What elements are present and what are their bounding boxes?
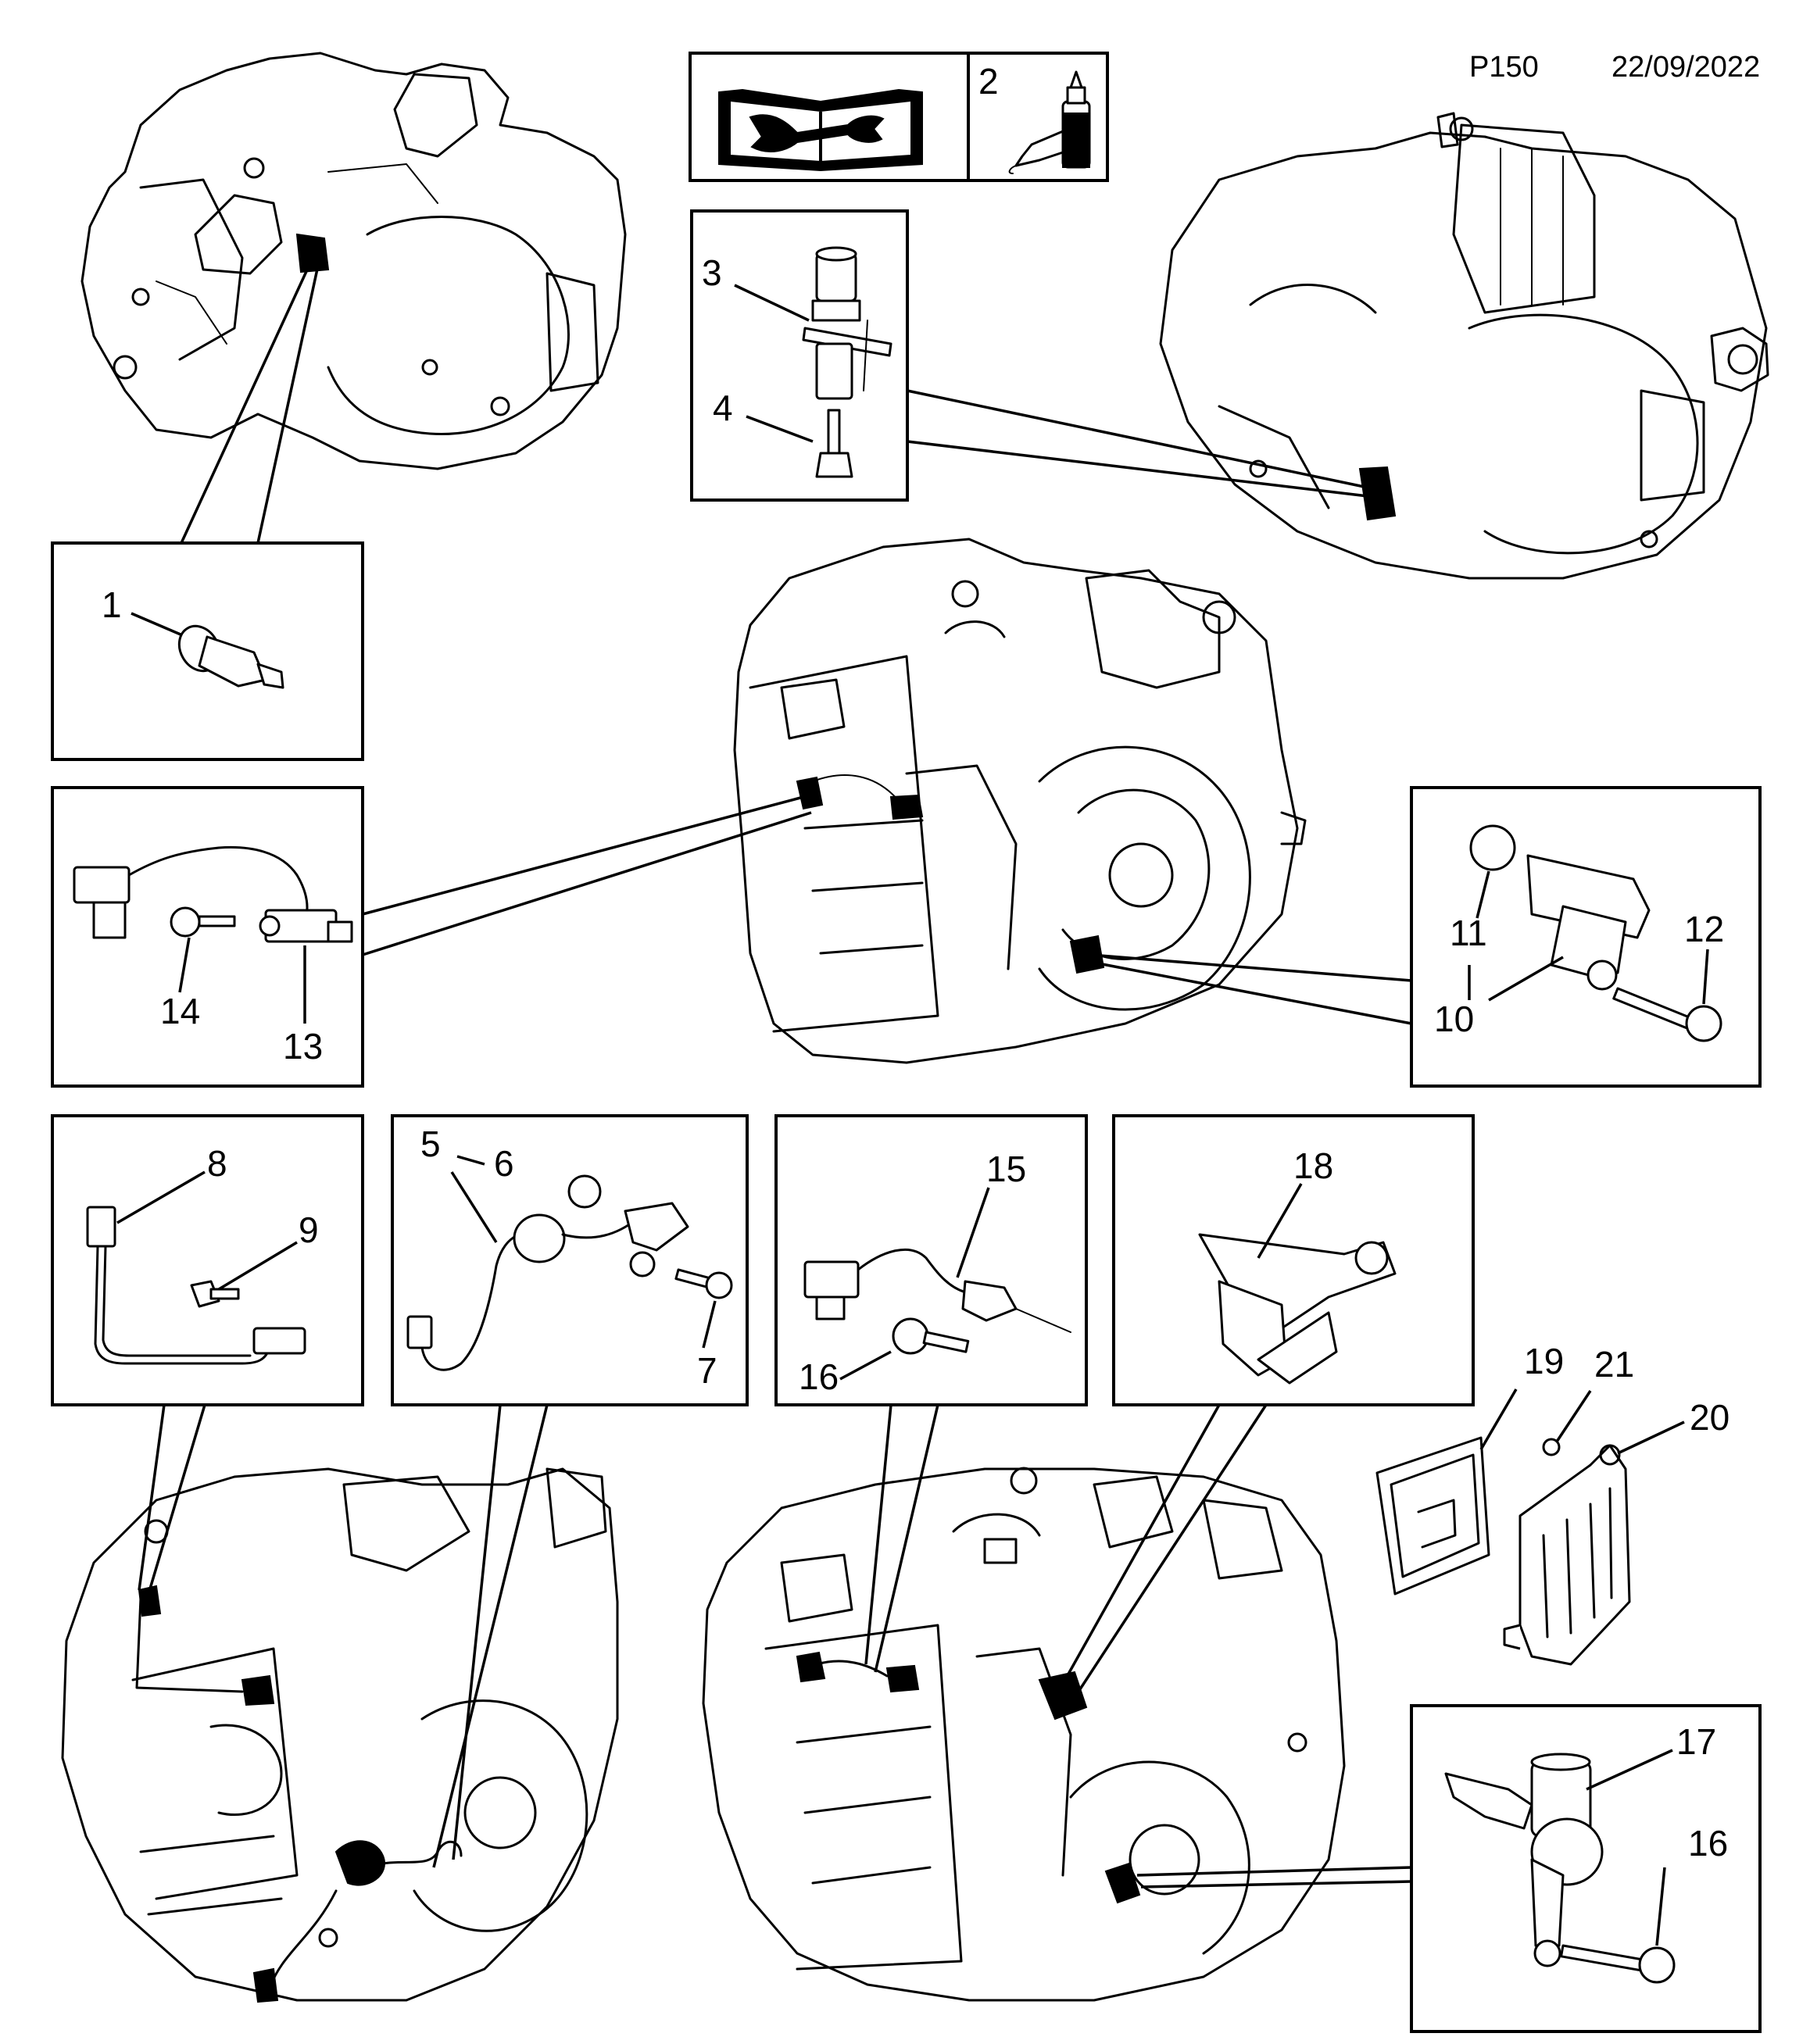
bottom-left-gearbox [61,1467,619,2003]
callout-13: 13 [283,1026,323,1067]
nut-21: 21 [1542,1344,1634,1456]
bottom-right-gearbox [702,1467,1346,2002]
part-box-18: 18 [1061,1114,1475,1695]
callout-1: 1 [102,584,122,625]
speed-sensor-17-part [1444,1753,1604,1967]
bolt-16-b-part [1560,1944,1676,1984]
diagram-date: 22/09/2022 [1611,51,1760,84]
lubricant-bottle-icon [1008,70,1091,174]
bracket-20: 20 [1503,1397,1730,1666]
callout-17: 17 [1676,1721,1716,1762]
callout-19: 19 [1524,1341,1564,1381]
bolt-16-part [892,1317,970,1355]
page-code: P150 [1469,51,1539,84]
upper-right-gearbox [1159,112,1769,580]
part-box-15-16: 15 16 [774,1114,1088,1673]
harness-5-part [406,1202,689,1371]
callout-4: 4 [713,388,733,428]
speed-sensor-10-part [1526,854,1651,991]
bolt-14-part [170,906,236,938]
center-gearbox [733,538,1307,1064]
pressure-switch-part [177,624,284,689]
callout-11: 11 [1450,913,1487,953]
callout-12: 12 [1684,909,1724,949]
callout-9: 9 [299,1210,319,1250]
callout-20: 20 [1690,1397,1730,1438]
bolt-9-part [190,1280,240,1308]
callout-16-a: 16 [799,1356,839,1397]
callout-14: 14 [160,991,200,1031]
callout-18: 18 [1293,1145,1333,1186]
speed-sensor-18-part [1198,1233,1397,1385]
manual-wrench-icon [718,88,923,172]
part-box-13-14: 14 13 [51,786,812,1088]
part-box-5-7: 5 6 7 [391,1114,749,1868]
upper-left-gearbox [80,52,627,470]
callout-6: 6 [494,1143,514,1184]
callout-7: 7 [697,1350,717,1391]
harness-8-part [86,1206,306,1365]
callout-5: 5 [420,1124,441,1164]
harness-13-part [73,845,353,943]
part-box-8-9: 8 9 [51,1114,364,1595]
symbol-box: 2 [689,52,1109,182]
callout-8: 8 [207,1143,227,1184]
callout-15: 15 [986,1149,1026,1189]
part-box-10-12: 11 10 12 [1089,786,1762,1088]
part-box-3-4: 3 4 [690,209,1372,502]
bolt-12-part [1612,987,1722,1042]
speed-sensor-part [802,246,892,478]
callout-21: 21 [1594,1344,1634,1385]
control-module-19: 19 [1375,1341,1564,1596]
bolt-7-part [674,1268,733,1299]
callout-16-b: 16 [1688,1823,1728,1864]
part-box-16-17: 17 16 [1136,1704,1762,2033]
harness-15-part [803,1248,1071,1333]
callout-3: 3 [702,252,722,293]
callout-2: 2 [978,61,999,102]
part-box-1: 1 [51,257,364,761]
callout-10: 10 [1434,999,1474,1039]
